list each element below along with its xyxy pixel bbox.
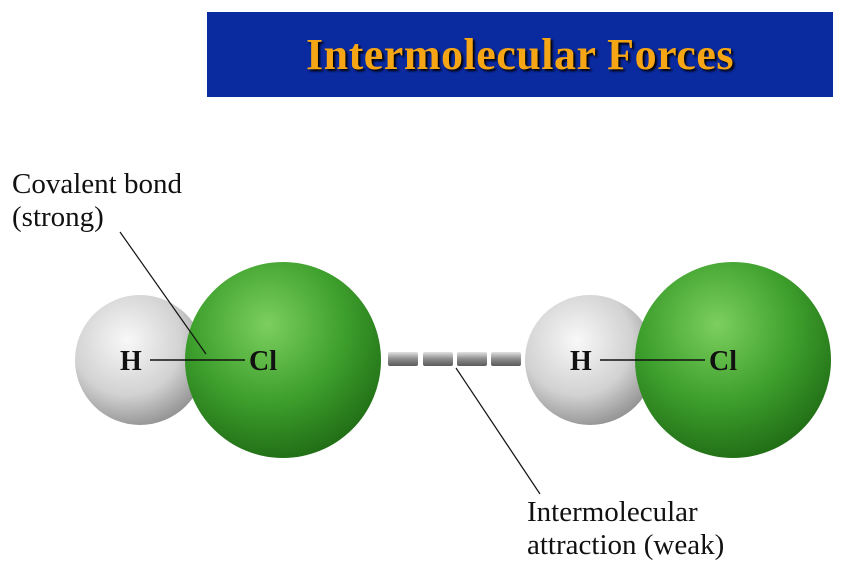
intermolecular-attraction-label: Intermolecular attraction (weak) xyxy=(527,496,724,562)
hydrogen-symbol-1: H xyxy=(120,346,142,377)
chlorine-atom-1 xyxy=(185,262,381,458)
chlorine-symbol-1: Cl xyxy=(249,346,277,377)
attraction-dash xyxy=(457,352,487,366)
chlorine-symbol-2: Cl xyxy=(709,346,737,377)
intermolecular-dashes xyxy=(388,352,521,366)
intermolecular-label-line1: Intermolecular xyxy=(527,496,698,528)
hydrogen-atom-2 xyxy=(525,295,655,425)
chlorine-atom-2 xyxy=(635,262,831,458)
title-banner: Intermolecular Forces xyxy=(207,12,833,97)
covalent-bond-label-line2: (strong) xyxy=(12,201,104,233)
attraction-dash xyxy=(491,352,521,366)
intermolecular-pointer xyxy=(455,367,541,495)
covalent-bond-pointer xyxy=(119,231,207,355)
attraction-dash xyxy=(388,352,418,366)
molecule-1: H Cl xyxy=(75,262,381,458)
covalent-bond-label-line1: Covalent bond xyxy=(12,168,182,200)
hydrogen-atom-1 xyxy=(75,295,205,425)
covalent-bond-label: Covalent bond (strong) xyxy=(12,168,182,234)
page-title: Intermolecular Forces xyxy=(306,30,734,79)
molecule-2: H Cl xyxy=(525,262,831,458)
intermolecular-label-line2: attraction (weak) xyxy=(527,529,725,561)
attraction-dash xyxy=(423,352,453,366)
hydrogen-symbol-2: H xyxy=(570,346,592,377)
